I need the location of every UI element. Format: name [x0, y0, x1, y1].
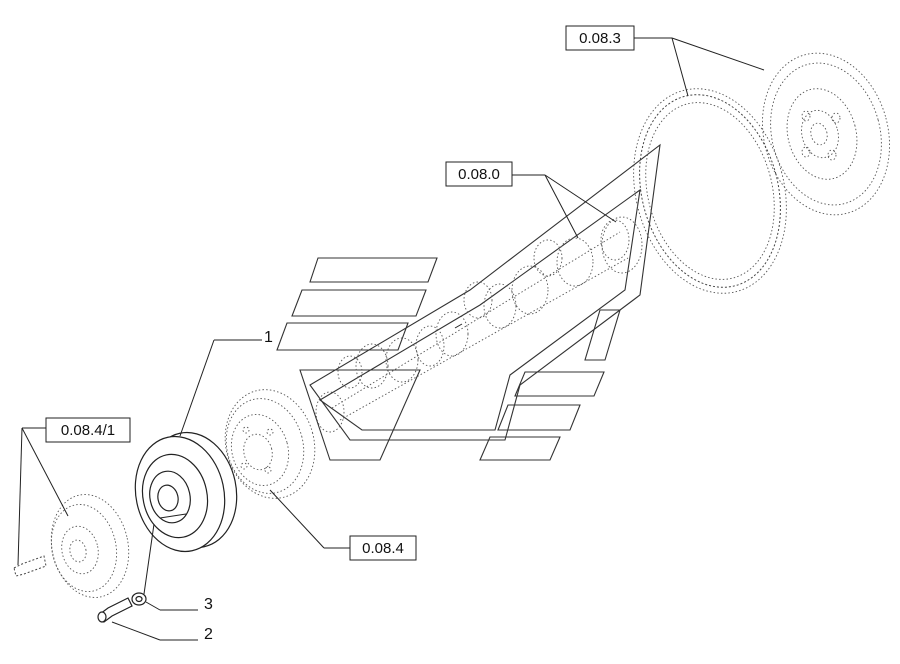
washer	[131, 592, 147, 606]
ref-box-0.08.4[interactable]: 0.08.4	[349, 535, 417, 561]
item-number-3: 3	[204, 596, 213, 613]
item-number-1: 1	[264, 329, 273, 346]
ref-box-0.08.0[interactable]: 0.08.0	[445, 161, 513, 187]
ring-gear	[633, 88, 787, 294]
leader-lines	[17, 37, 765, 641]
pulley	[134, 431, 238, 553]
crankshaft	[315, 216, 643, 433]
background-logo	[276, 143, 661, 461]
item-number-2: 2	[204, 626, 213, 643]
ref-label-crankshaft: 0.08.0	[458, 166, 500, 183]
flywheel	[762, 52, 890, 216]
ref-label-flywheel: 0.08.3	[579, 30, 621, 47]
ref-box-0.08.3[interactable]: 0.08.3	[565, 25, 635, 51]
ref-box-0.08.4-1[interactable]: 0.08.4/1	[45, 417, 131, 443]
rear-pulley	[50, 494, 130, 598]
ref-label-rear-pulley: 0.08.4/1	[61, 422, 115, 439]
ref-label-damper: 0.08.4	[362, 540, 404, 557]
screw	[97, 597, 133, 623]
damper	[224, 389, 316, 499]
rear-bolt	[13, 555, 47, 577]
